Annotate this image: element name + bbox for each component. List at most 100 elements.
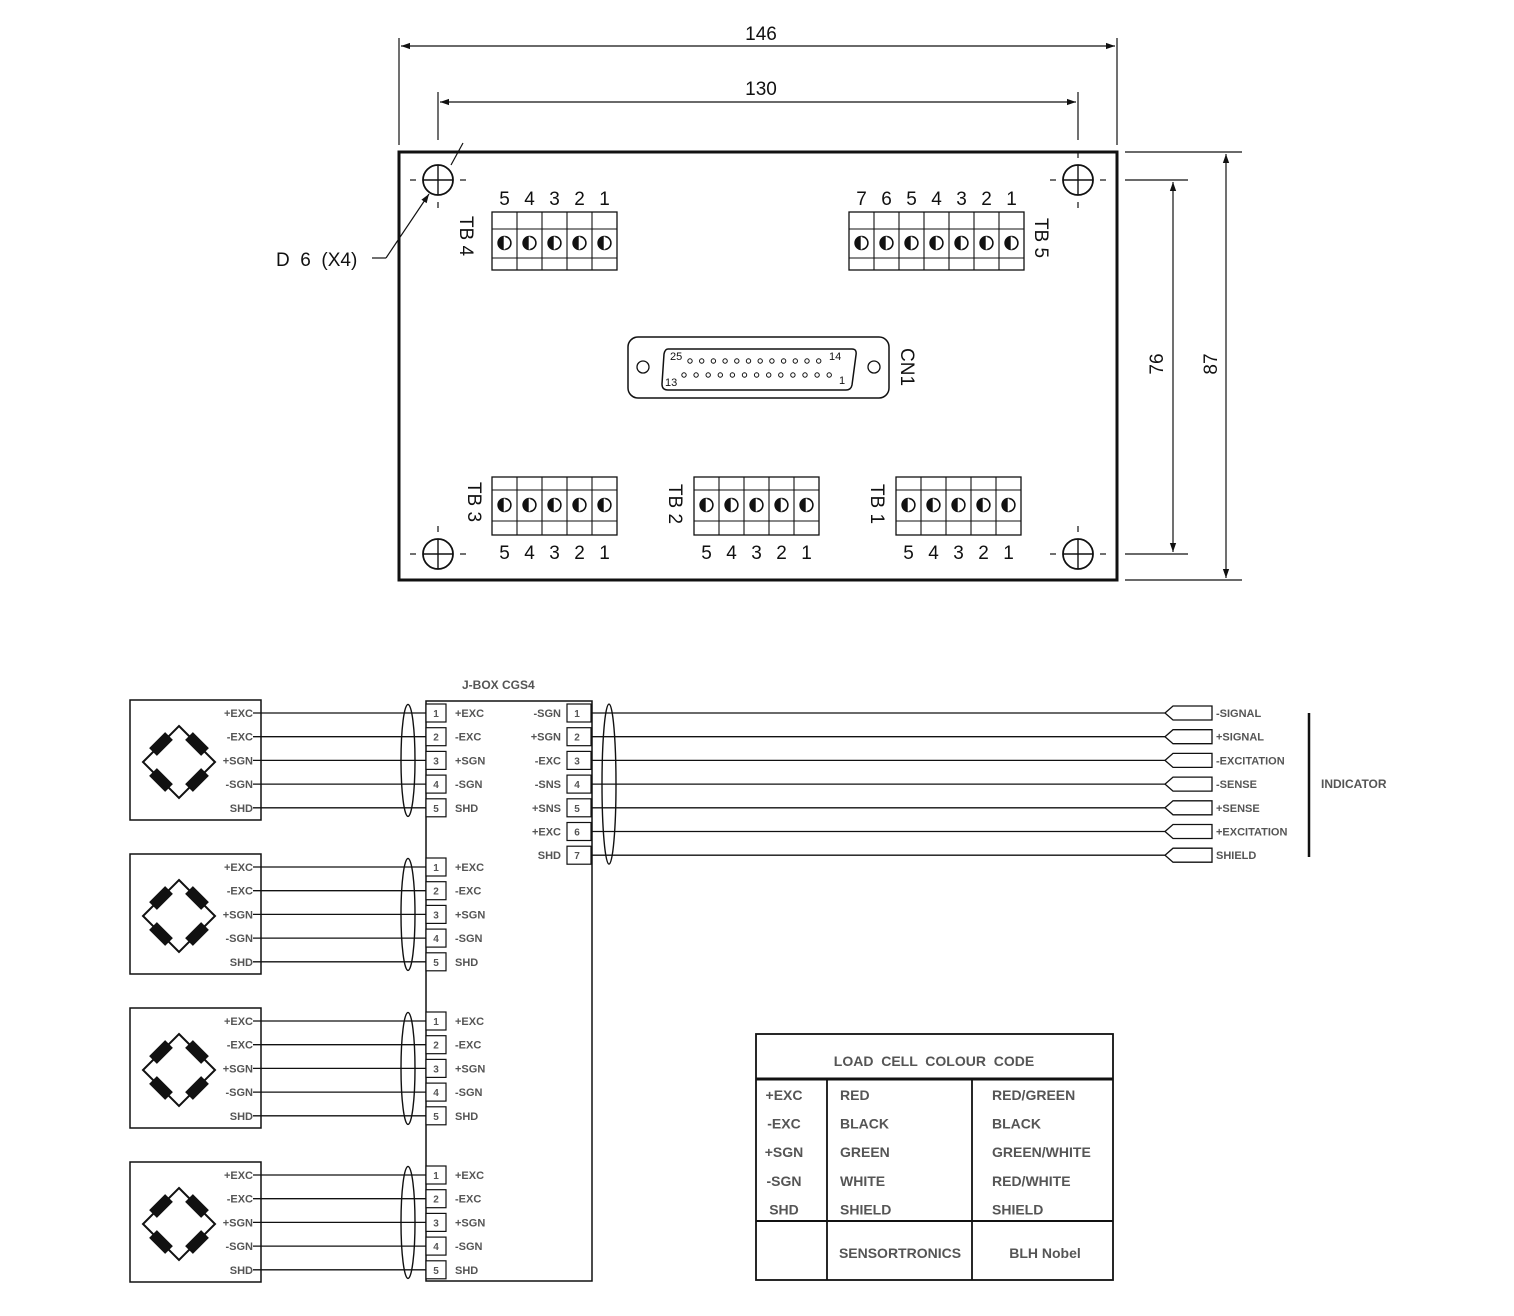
indicator-signal-label: -SIGNAL bbox=[1216, 708, 1262, 720]
jbox-output-pin: 2 bbox=[574, 733, 580, 744]
jbox-input-pin: 2 bbox=[433, 1041, 439, 1052]
screw-terminal-icon bbox=[572, 497, 587, 513]
jbox-input-terminal bbox=[425, 1236, 447, 1256]
jbox-input-terminal bbox=[425, 1035, 447, 1055]
jbox-input-terminal bbox=[425, 952, 447, 972]
tb2-body bbox=[693, 476, 820, 536]
colour-code-sensortronics: WHITE bbox=[840, 1173, 885, 1189]
cn1-pin-14-label: 14 bbox=[829, 351, 841, 363]
jbox-input-pin: 1 bbox=[433, 709, 439, 720]
screw-terminal-icon bbox=[979, 235, 994, 251]
load-cell-signal-label: +SGN bbox=[223, 1063, 253, 1075]
jbox-input-terminal bbox=[425, 1082, 447, 1102]
colour-code-signal: +EXC bbox=[766, 1087, 803, 1103]
tb2-pin-label: 3 bbox=[751, 543, 762, 564]
cn1-pin-1-label: 1 bbox=[839, 375, 845, 387]
cable-shield-ellipse bbox=[400, 1011, 416, 1126]
load-cell-signal-label: +SGN bbox=[223, 1217, 253, 1229]
wire-ferrule-icon bbox=[1164, 752, 1213, 769]
cable-shield-ellipse bbox=[400, 857, 416, 972]
cn1-pin bbox=[710, 358, 717, 364]
jbox-input-terminal bbox=[425, 703, 447, 723]
jbox-output-label: +SGN bbox=[531, 732, 561, 744]
jbox-input-terminal bbox=[425, 1165, 447, 1185]
load-cell-signal-label: SHD bbox=[230, 957, 253, 969]
jbox-output-pin: 6 bbox=[574, 828, 580, 839]
tb1-pin-label: 3 bbox=[953, 543, 964, 564]
colour-code-blh: RED/WHITE bbox=[992, 1173, 1071, 1189]
jbox-input-terminal bbox=[425, 904, 447, 925]
screw-terminal-icon bbox=[1004, 235, 1019, 251]
cn1-pin-13-label: 13 bbox=[665, 377, 677, 389]
tb2-pin-label: 1 bbox=[801, 543, 812, 564]
jbox-input-pin: 5 bbox=[433, 1112, 439, 1123]
load-cell-signal-label: SHD bbox=[230, 1111, 253, 1123]
jbox-input-label: +EXC bbox=[455, 862, 484, 874]
cable-shield-ellipse bbox=[601, 703, 617, 865]
jbox-input-terminal bbox=[425, 1260, 447, 1280]
strain-gauge-bridge-icon bbox=[143, 880, 215, 952]
tb2-pin-label: 4 bbox=[726, 543, 737, 564]
cn1-pin bbox=[717, 372, 723, 378]
jbox-input-pin: 1 bbox=[433, 863, 439, 874]
screw-terminal-icon bbox=[547, 497, 562, 513]
tb1-pin-label: 1 bbox=[1003, 543, 1014, 564]
dim-76-label: 76 bbox=[1147, 353, 1168, 374]
screw-terminal-icon bbox=[904, 235, 919, 251]
tb5-pin-label: 4 bbox=[931, 189, 942, 210]
jbox-output-label: +SNS bbox=[532, 803, 561, 815]
jbox-input-terminal bbox=[425, 881, 447, 901]
jbox-input-terminal bbox=[425, 727, 447, 747]
load-cell-signal-label: -EXC bbox=[227, 886, 253, 898]
cn1-pin bbox=[753, 372, 760, 378]
board-outline-view: 146 130 76 87 bbox=[276, 24, 1242, 582]
wire-ferrule-icon bbox=[1164, 729, 1213, 745]
hole-callout-label: D 6 (X4) bbox=[276, 250, 357, 271]
load-cell-signal-label: +SGN bbox=[223, 909, 253, 921]
tb5-pin-label: 6 bbox=[881, 189, 892, 210]
jbox-input-label: SHD bbox=[455, 957, 478, 969]
pcb-outline bbox=[397, 150, 1119, 582]
screw-terminal-icon bbox=[597, 235, 612, 251]
tb5-label: TB 5 bbox=[1030, 218, 1051, 258]
screw-terminal-icon bbox=[854, 235, 869, 251]
tb5-pin-label: 1 bbox=[1006, 189, 1017, 210]
jbox-input-terminal bbox=[425, 750, 447, 771]
brand-blh-nobel: BLH Nobel bbox=[1009, 1245, 1081, 1261]
indicator-signal-label: +SIGNAL bbox=[1216, 732, 1264, 744]
jbox-input-pin: 2 bbox=[433, 887, 439, 898]
jbox-input-pin: 4 bbox=[433, 1242, 439, 1253]
cn1-pin bbox=[745, 358, 752, 364]
colour-code-blh: GREEN/WHITE bbox=[992, 1144, 1091, 1160]
load-cell-signal-label: -EXC bbox=[227, 1194, 253, 1206]
jbox-input-label: SHD bbox=[455, 1111, 478, 1123]
cn1-pin bbox=[816, 358, 822, 364]
load-cell-signal-label: +EXC bbox=[224, 862, 253, 874]
tb2-label: TB 2 bbox=[664, 484, 685, 524]
screw-terminal-icon bbox=[879, 235, 894, 251]
jbox-input-pin: 3 bbox=[433, 756, 439, 767]
jbox-input-label: -EXC bbox=[455, 732, 481, 744]
screw-terminal-icon bbox=[926, 497, 941, 513]
jbox-input-label: -SGN bbox=[455, 779, 483, 791]
colour-code-signal: +SGN bbox=[765, 1144, 804, 1160]
colour-code-sensortronics: RED bbox=[840, 1087, 870, 1103]
strain-gauge-bridge-icon bbox=[143, 1188, 215, 1260]
jbox-output-pin: 3 bbox=[574, 756, 580, 767]
tb5-body bbox=[848, 211, 1025, 271]
tb4-pin-label: 1 bbox=[599, 189, 610, 210]
jbox-input-pin: 2 bbox=[433, 1195, 439, 1206]
tb5-pin-label: 7 bbox=[856, 189, 867, 210]
cn1-pin bbox=[780, 358, 787, 364]
colour-code-signal: -EXC bbox=[767, 1116, 800, 1132]
jbox-output-pin: 7 bbox=[574, 851, 580, 862]
jbox-input-terminal bbox=[425, 1058, 447, 1079]
indicator-signal-label: +EXCITATION bbox=[1216, 827, 1287, 839]
screw-terminal-icon bbox=[597, 497, 612, 513]
indicator-signal-label: -SENSE bbox=[1216, 779, 1257, 791]
jbox-input-label: -SGN bbox=[455, 933, 483, 945]
